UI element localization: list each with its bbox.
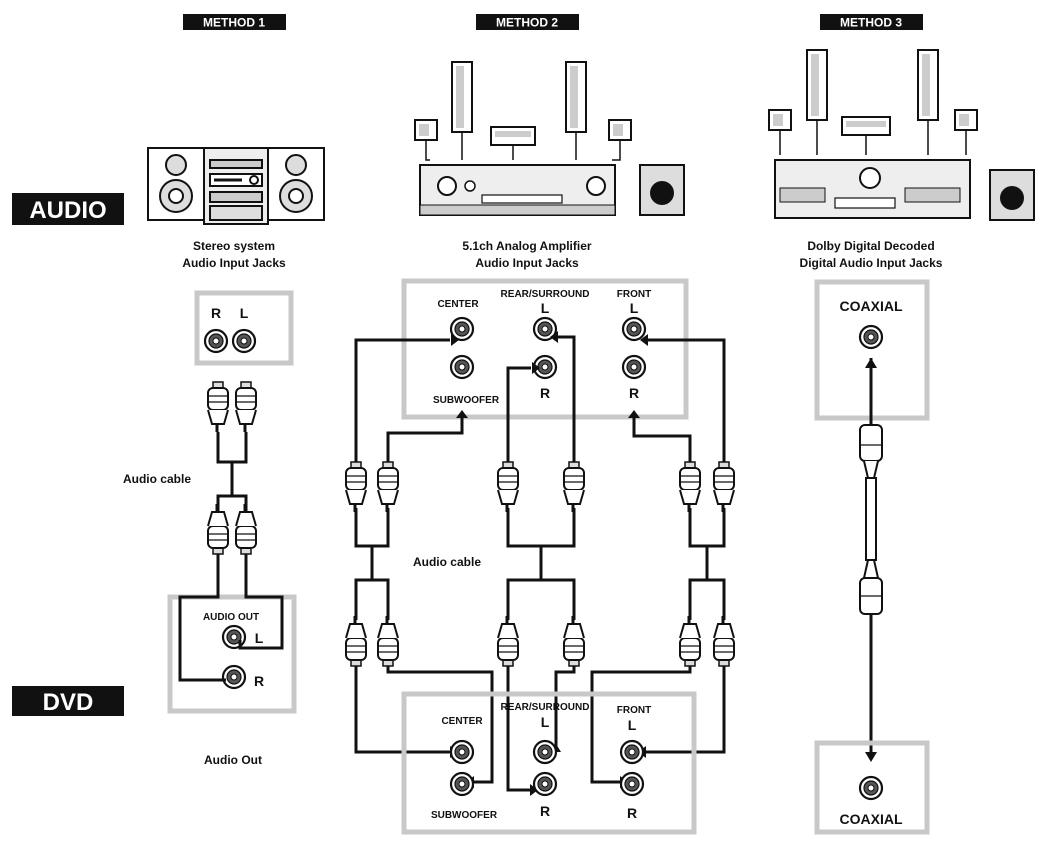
method2-dvd-front-r-jack[interactable] <box>619 771 645 797</box>
method1-dvd-l-label: L <box>255 630 264 646</box>
method2-amp-front-r-jack[interactable] <box>621 354 647 380</box>
amplifier-51-illustration <box>414 61 685 216</box>
method2-dvd-front-l: L <box>628 717 637 733</box>
dolby-receiver-illustration <box>768 49 1035 221</box>
method2-dvd-panel <box>401 691 697 835</box>
method2-amp-subwoofer-jack[interactable] <box>449 354 475 380</box>
method1-dvd-jack-l[interactable] <box>221 624 247 650</box>
method2-amp-center-label: CENTER <box>437 299 479 310</box>
svg-text:DVD: DVD <box>43 689 94 716</box>
method2-dvd-front-l-jack[interactable] <box>619 739 645 765</box>
method1-dvd-caption: Audio Out <box>204 753 262 767</box>
method1-dvd-jack-r[interactable] <box>221 664 247 690</box>
method2-cable-wires <box>354 335 726 792</box>
method2-device-line2: Audio Input Jacks <box>475 256 579 270</box>
method2-dvd-front-label: FRONT <box>617 705 651 716</box>
method2-amp-rear-r: R <box>540 385 550 401</box>
method3-coax-top-label: COAXIAL <box>840 298 903 314</box>
method2-dvd-rear-label: REAR/SURROUND <box>501 702 590 713</box>
method3-input-coax-jack[interactable] <box>858 324 884 350</box>
method2-device-line1: 5.1ch Analog Amplifier <box>462 239 591 253</box>
method1-input-jack-r[interactable] <box>203 328 229 354</box>
svg-text:METHOD 3: METHOD 3 <box>840 16 902 30</box>
method1-input-panel <box>194 290 294 366</box>
method1-device-line1: Stereo system <box>193 239 275 253</box>
method2-dvd-rear-r-jack[interactable] <box>532 771 558 797</box>
method3-dvd-panel <box>814 740 930 835</box>
method2-amp-front-l: L <box>630 300 639 316</box>
method3-dvd-coax-jack[interactable] <box>858 775 884 801</box>
method2-dvd-front-r: R <box>627 805 637 821</box>
svg-text:METHOD 2: METHOD 2 <box>496 16 558 30</box>
method2-dvd-rear-l: L <box>541 714 550 730</box>
svg-text:METHOD 1: METHOD 1 <box>203 16 265 30</box>
method2-dvd-center-jack[interactable] <box>449 739 475 765</box>
method2-dvd-center-label: CENTER <box>441 716 483 727</box>
method2-dvd-rear-l-jack[interactable] <box>532 739 558 765</box>
method2-amp-front-l-jack[interactable] <box>621 316 647 342</box>
method3-coax-bottom-label: COAXIAL <box>840 811 903 827</box>
stereo-system-illustration <box>147 147 325 225</box>
audio-side-label: AUDIO <box>12 193 124 225</box>
method1-jack-r-label: R <box>211 305 221 321</box>
method2-dvd-subwoofer-label: SUBWOOFER <box>431 810 498 821</box>
method-2-label: METHOD 2 <box>476 14 579 30</box>
method3-coax-cable <box>859 358 883 762</box>
method3-device-line2: Digital Audio Input Jacks <box>800 256 943 270</box>
method1-dvd-wires <box>178 556 284 682</box>
svg-text:AUDIO: AUDIO <box>29 197 106 224</box>
method2-amp-rear-label: REAR/SURROUND <box>501 289 590 300</box>
method2-amp-panel <box>401 278 689 420</box>
method2-dvd-rear-r: R <box>540 803 550 819</box>
method-3-label: METHOD 3 <box>820 14 923 30</box>
method2-amp-front-r: R <box>629 385 639 401</box>
method1-device-line2: Audio Input Jacks <box>182 256 286 270</box>
method1-dvd-r-label: R <box>254 673 264 689</box>
method1-dvd-panel <box>167 594 297 714</box>
method2-dvd-subwoofer-jack[interactable] <box>449 771 475 797</box>
method1-jack-l-label: L <box>240 305 249 321</box>
method1-input-jack-l[interactable] <box>231 328 257 354</box>
dvd-side-label: DVD <box>12 686 124 716</box>
method3-device-line1: Dolby Digital Decoded <box>807 239 934 253</box>
method-1-label: METHOD 1 <box>183 14 286 30</box>
method2-cable-label: Audio cable <box>413 555 481 569</box>
method2-amp-front-label: FRONT <box>617 289 651 300</box>
method1-cable-label: Audio cable <box>123 472 191 486</box>
method2-amp-rear-l: L <box>541 300 550 316</box>
method1-dvd-panel-label: AUDIO OUT <box>203 612 259 623</box>
method2-amp-subwoofer-label: SUBWOOFER <box>433 395 500 406</box>
